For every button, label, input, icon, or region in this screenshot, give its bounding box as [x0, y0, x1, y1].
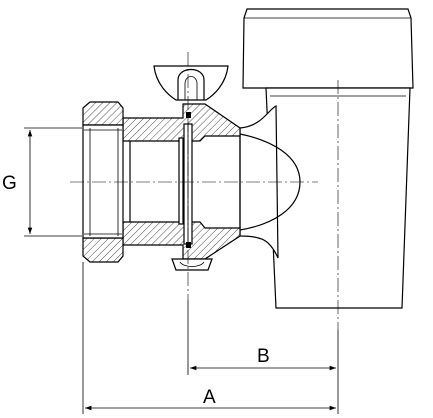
label-g: G [2, 173, 17, 194]
dimension-b [187, 300, 339, 375]
centerlines [70, 52, 339, 330]
dimension-a [82, 262, 339, 414]
pipe-body [122, 103, 241, 260]
cap-knob [242, 8, 414, 89]
dimension-g [24, 127, 82, 237]
label-b: B [257, 346, 270, 367]
bottom-lever [171, 258, 213, 271]
label-a: A [203, 387, 216, 408]
top-handle [153, 65, 229, 101]
